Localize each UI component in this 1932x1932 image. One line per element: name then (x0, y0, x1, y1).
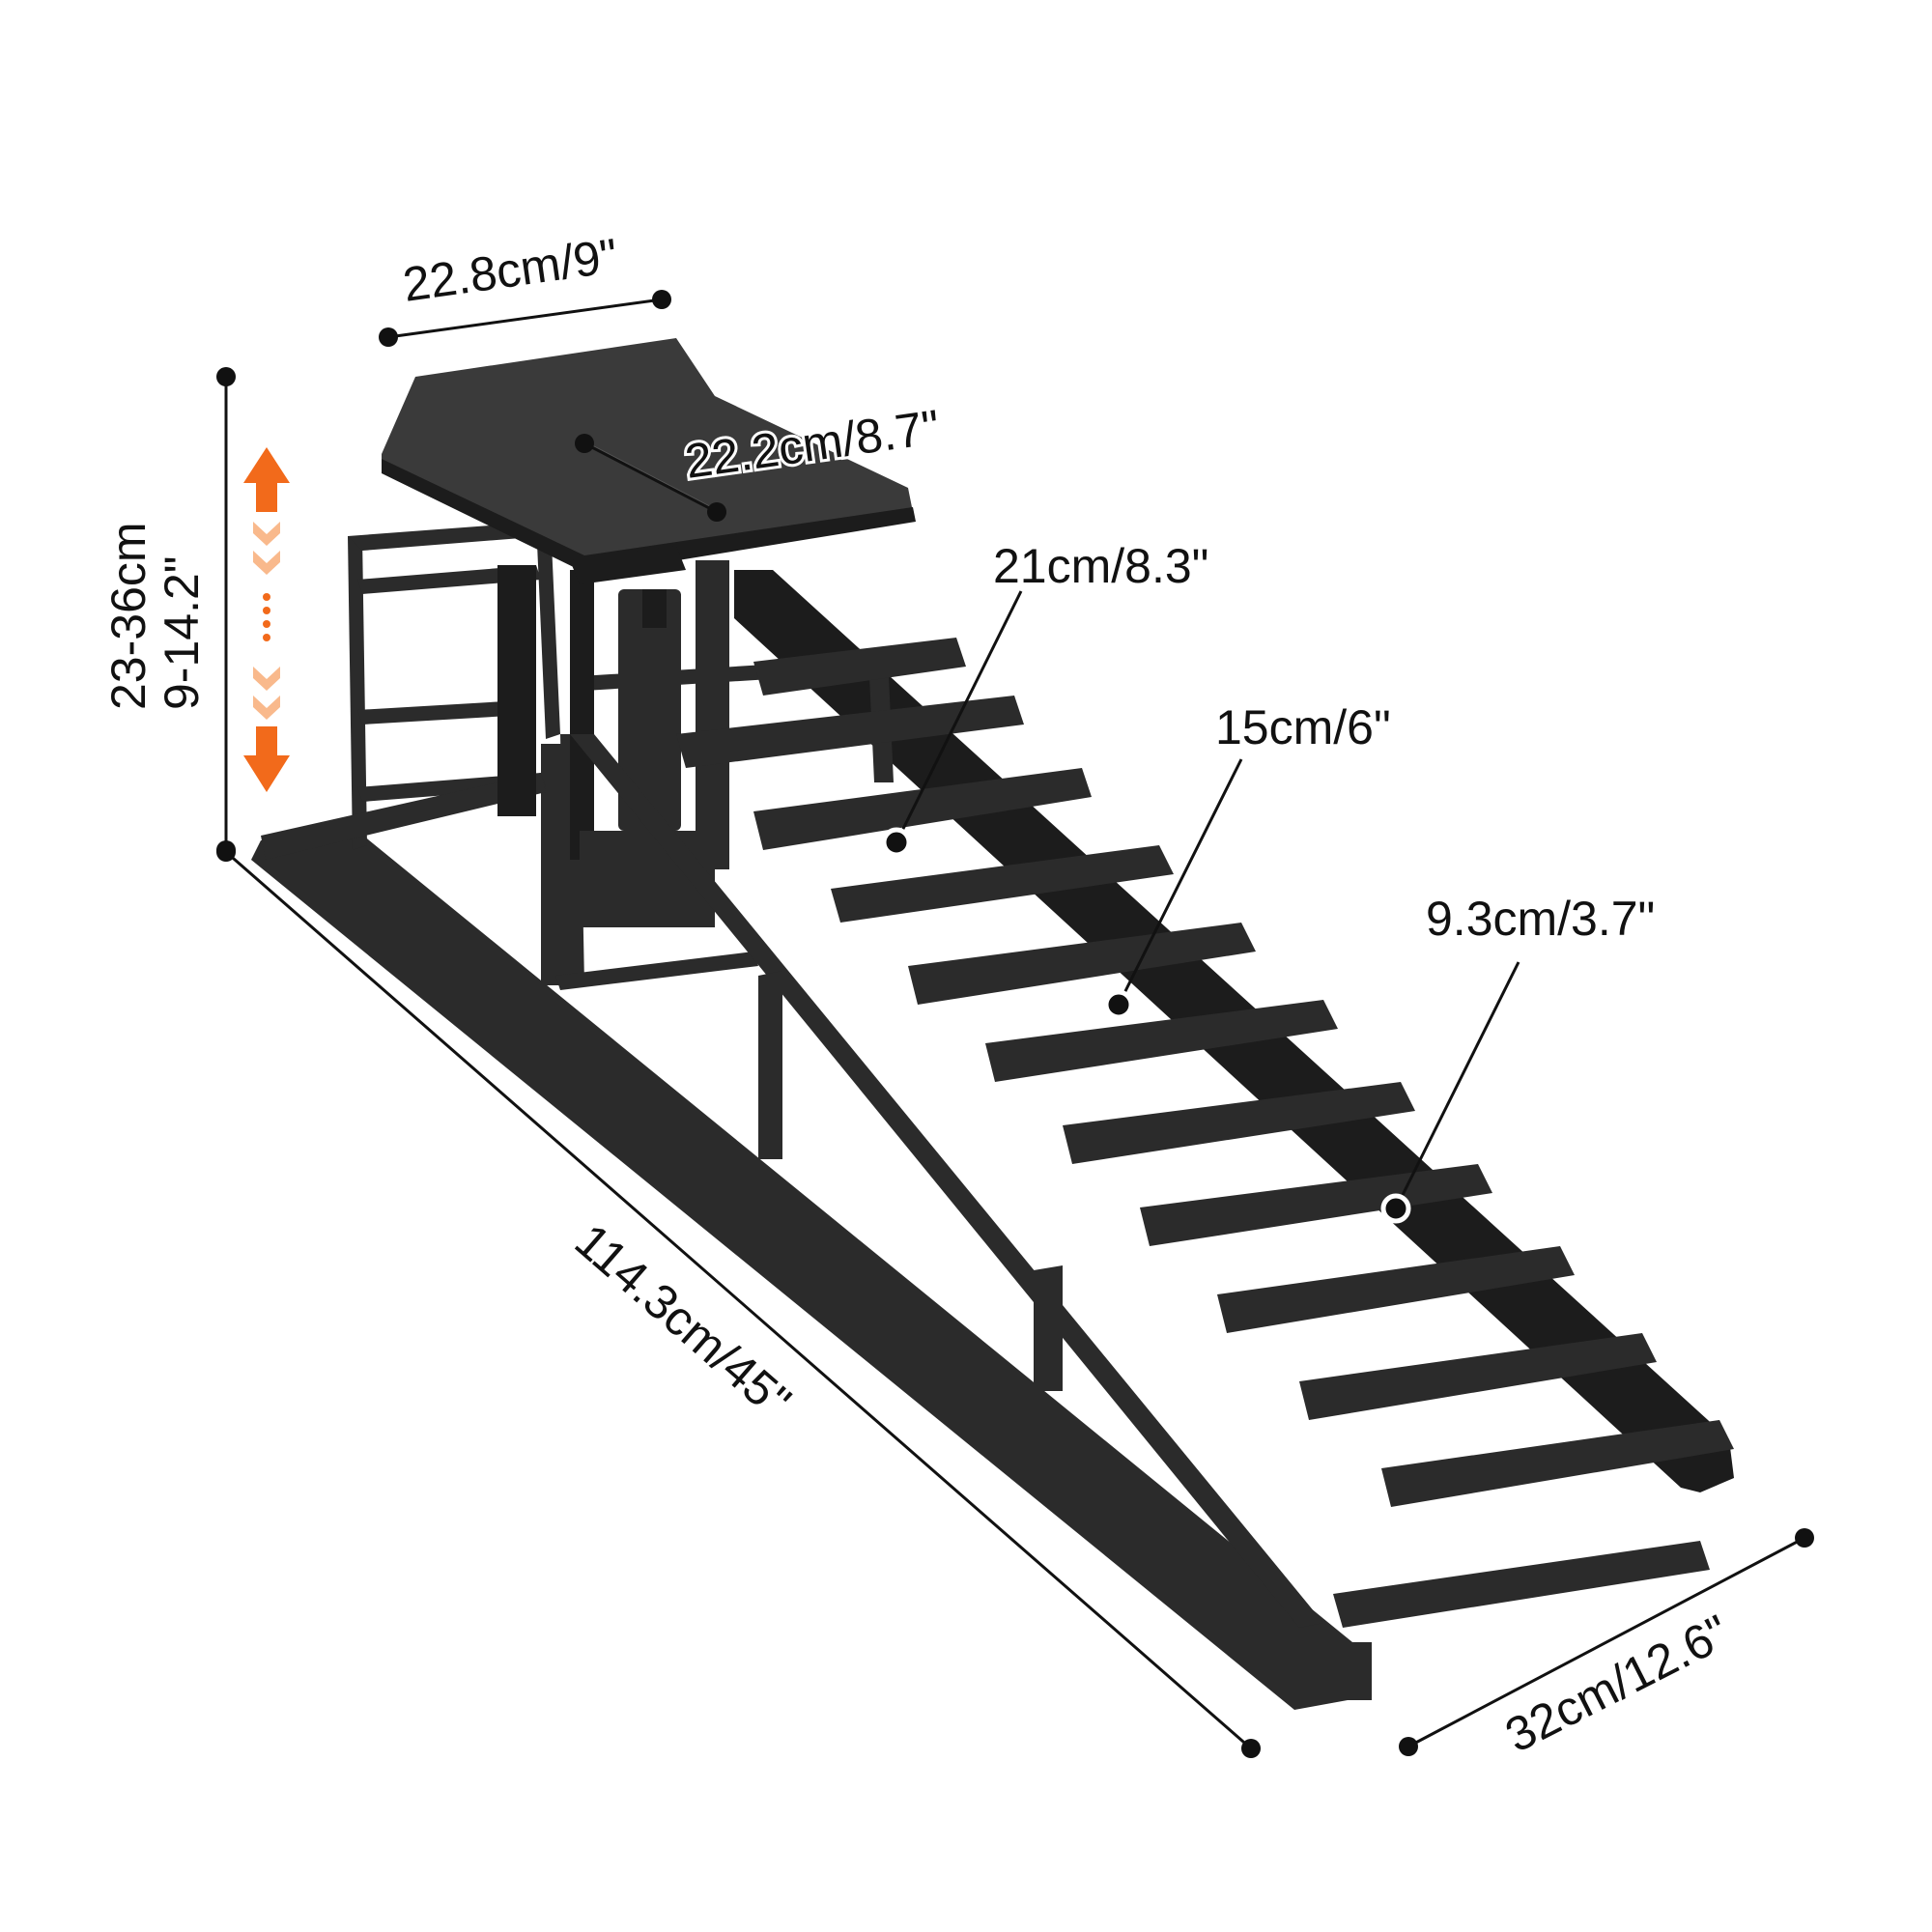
step-middle-leader (1117, 758, 1243, 1006)
ramp-inner-rail (570, 734, 1323, 1628)
step-upper-dot (881, 827, 912, 858)
top-depth-end-dot (707, 502, 726, 522)
height-adjust-arrow-icon (243, 447, 290, 792)
height-in-label: 9-14.2" (155, 555, 209, 710)
step-lower-leader (1394, 961, 1520, 1209)
step-middle-dot (1103, 989, 1134, 1020)
width-line (1407, 1536, 1805, 1748)
top-width-start-dot (379, 327, 398, 347)
height-cm-label: 23-36cm (101, 522, 156, 710)
width-end-dot (1795, 1528, 1814, 1548)
step-lower-dot (1380, 1193, 1411, 1224)
length-end-dot (1241, 1739, 1261, 1758)
front-side-rail (251, 831, 1352, 1710)
rail-end-cap (1333, 1642, 1372, 1700)
jack-handle (261, 773, 546, 860)
top-width-label: 22.8cm/9" (400, 228, 621, 312)
width-start-dot (1399, 1737, 1418, 1756)
length-start-dot (216, 842, 236, 862)
top-width-line (387, 298, 663, 339)
step-upper-label: 21cm/8.3" (993, 539, 1208, 593)
step-middle-label: 15cm/6" (1215, 700, 1391, 754)
height-top-dot (216, 367, 236, 386)
ramp-steps (570, 638, 1734, 1628)
width-label: 32cm/12.6" (1497, 1605, 1738, 1763)
step-lower-label: 9.3cm/3.7" (1426, 892, 1655, 946)
step-upper-leader (895, 590, 1023, 843)
top-width-end-dot (652, 290, 671, 309)
bottle-jack (497, 560, 729, 927)
top-depth-line (583, 441, 718, 514)
top-depth-start-dot (575, 434, 594, 453)
length-line (225, 850, 1252, 1750)
car-ramp-illustration (251, 338, 1734, 1710)
